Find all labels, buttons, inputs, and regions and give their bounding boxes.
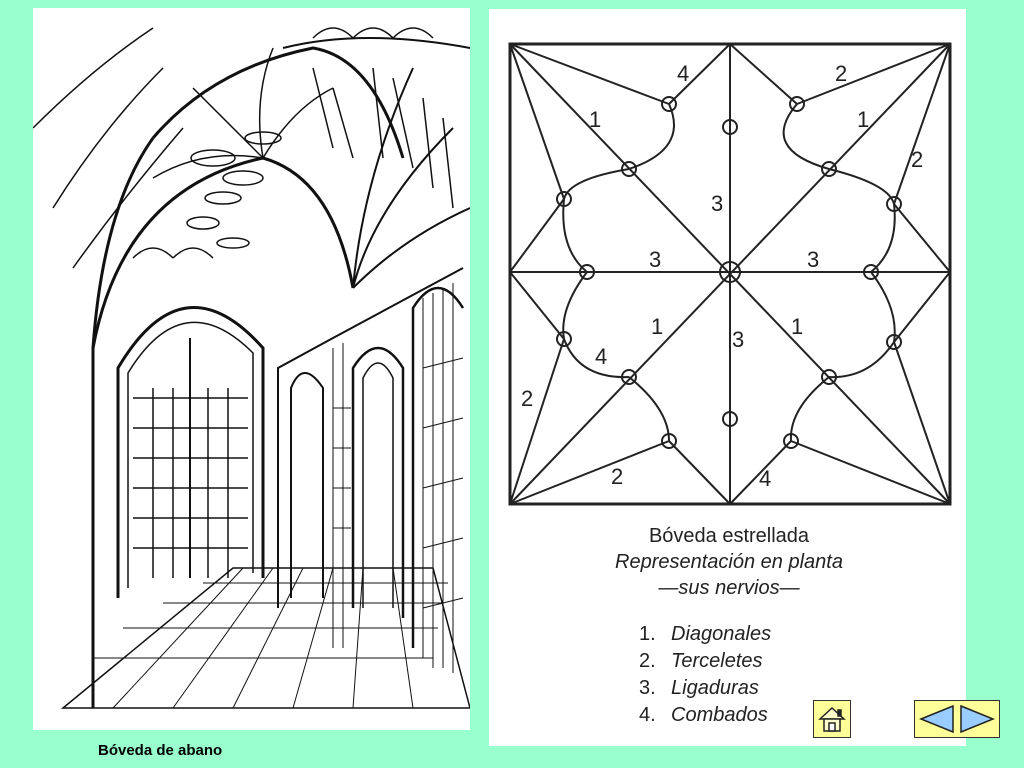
rib-number: 2: [911, 147, 923, 172]
rib-number: 3: [649, 247, 661, 272]
rib-number: 4: [759, 466, 771, 491]
star-vault-plan-diagram: 4 2 1 1 2 3 3 3 1 1 3 4 2 2 4: [508, 42, 952, 506]
legend-item: 3. Ligaduras: [639, 677, 771, 704]
slide-caption: Bóveda de abano: [98, 742, 223, 759]
fan-vault-illustration: [33, 8, 470, 730]
plan-subtitle-ribs: —sus nervios—: [658, 577, 800, 599]
rib-number: 2: [611, 464, 623, 489]
home-button[interactable]: [813, 700, 851, 738]
triangle-right-icon: [960, 704, 995, 734]
slide-navigation: [914, 700, 1000, 738]
plan-title: Bóveda estrellada: [648, 525, 810, 547]
legend-number: 1.: [639, 623, 656, 645]
rib-number: 2: [835, 61, 847, 86]
legend-label: Combados: [671, 704, 768, 726]
legend-item: 4. Combados: [639, 704, 771, 731]
rib-number: 1: [857, 107, 869, 132]
rib-number: 4: [595, 344, 607, 369]
plan-subtitle: Representación en planta: [615, 551, 843, 573]
rib-number: 1: [791, 314, 803, 339]
next-slide-button[interactable]: [958, 704, 996, 734]
rib-number: 3: [711, 191, 723, 216]
legend-number: 2.: [639, 650, 656, 672]
star-vault-plan-panel: 4 2 1 1 2 3 3 3 1 1 3 4 2 2 4 Bóveda est…: [489, 9, 966, 746]
rib-legend: 1. Diagonales 2. Terceletes 3. Ligaduras…: [639, 623, 771, 731]
rib-number: 4: [677, 61, 689, 86]
legend-number: 4.: [639, 704, 656, 726]
legend-label: Ligaduras: [671, 677, 759, 699]
previous-slide-button[interactable]: [918, 704, 956, 734]
triangle-left-icon: [919, 704, 954, 734]
rib-number: 1: [589, 107, 601, 132]
fan-vault-drawing: [33, 27, 470, 709]
legend-label: Terceletes: [671, 650, 763, 672]
rib-number: 1: [651, 314, 663, 339]
legend-label: Diagonales: [671, 623, 772, 645]
rib-number: 3: [732, 327, 744, 352]
home-icon: [818, 706, 846, 732]
rib-number: 2: [521, 386, 533, 411]
rib-number: 3: [807, 247, 819, 272]
legend-number: 3.: [639, 677, 656, 699]
legend-item: 1. Diagonales: [639, 623, 771, 650]
legend-item: 2. Terceletes: [639, 650, 771, 677]
